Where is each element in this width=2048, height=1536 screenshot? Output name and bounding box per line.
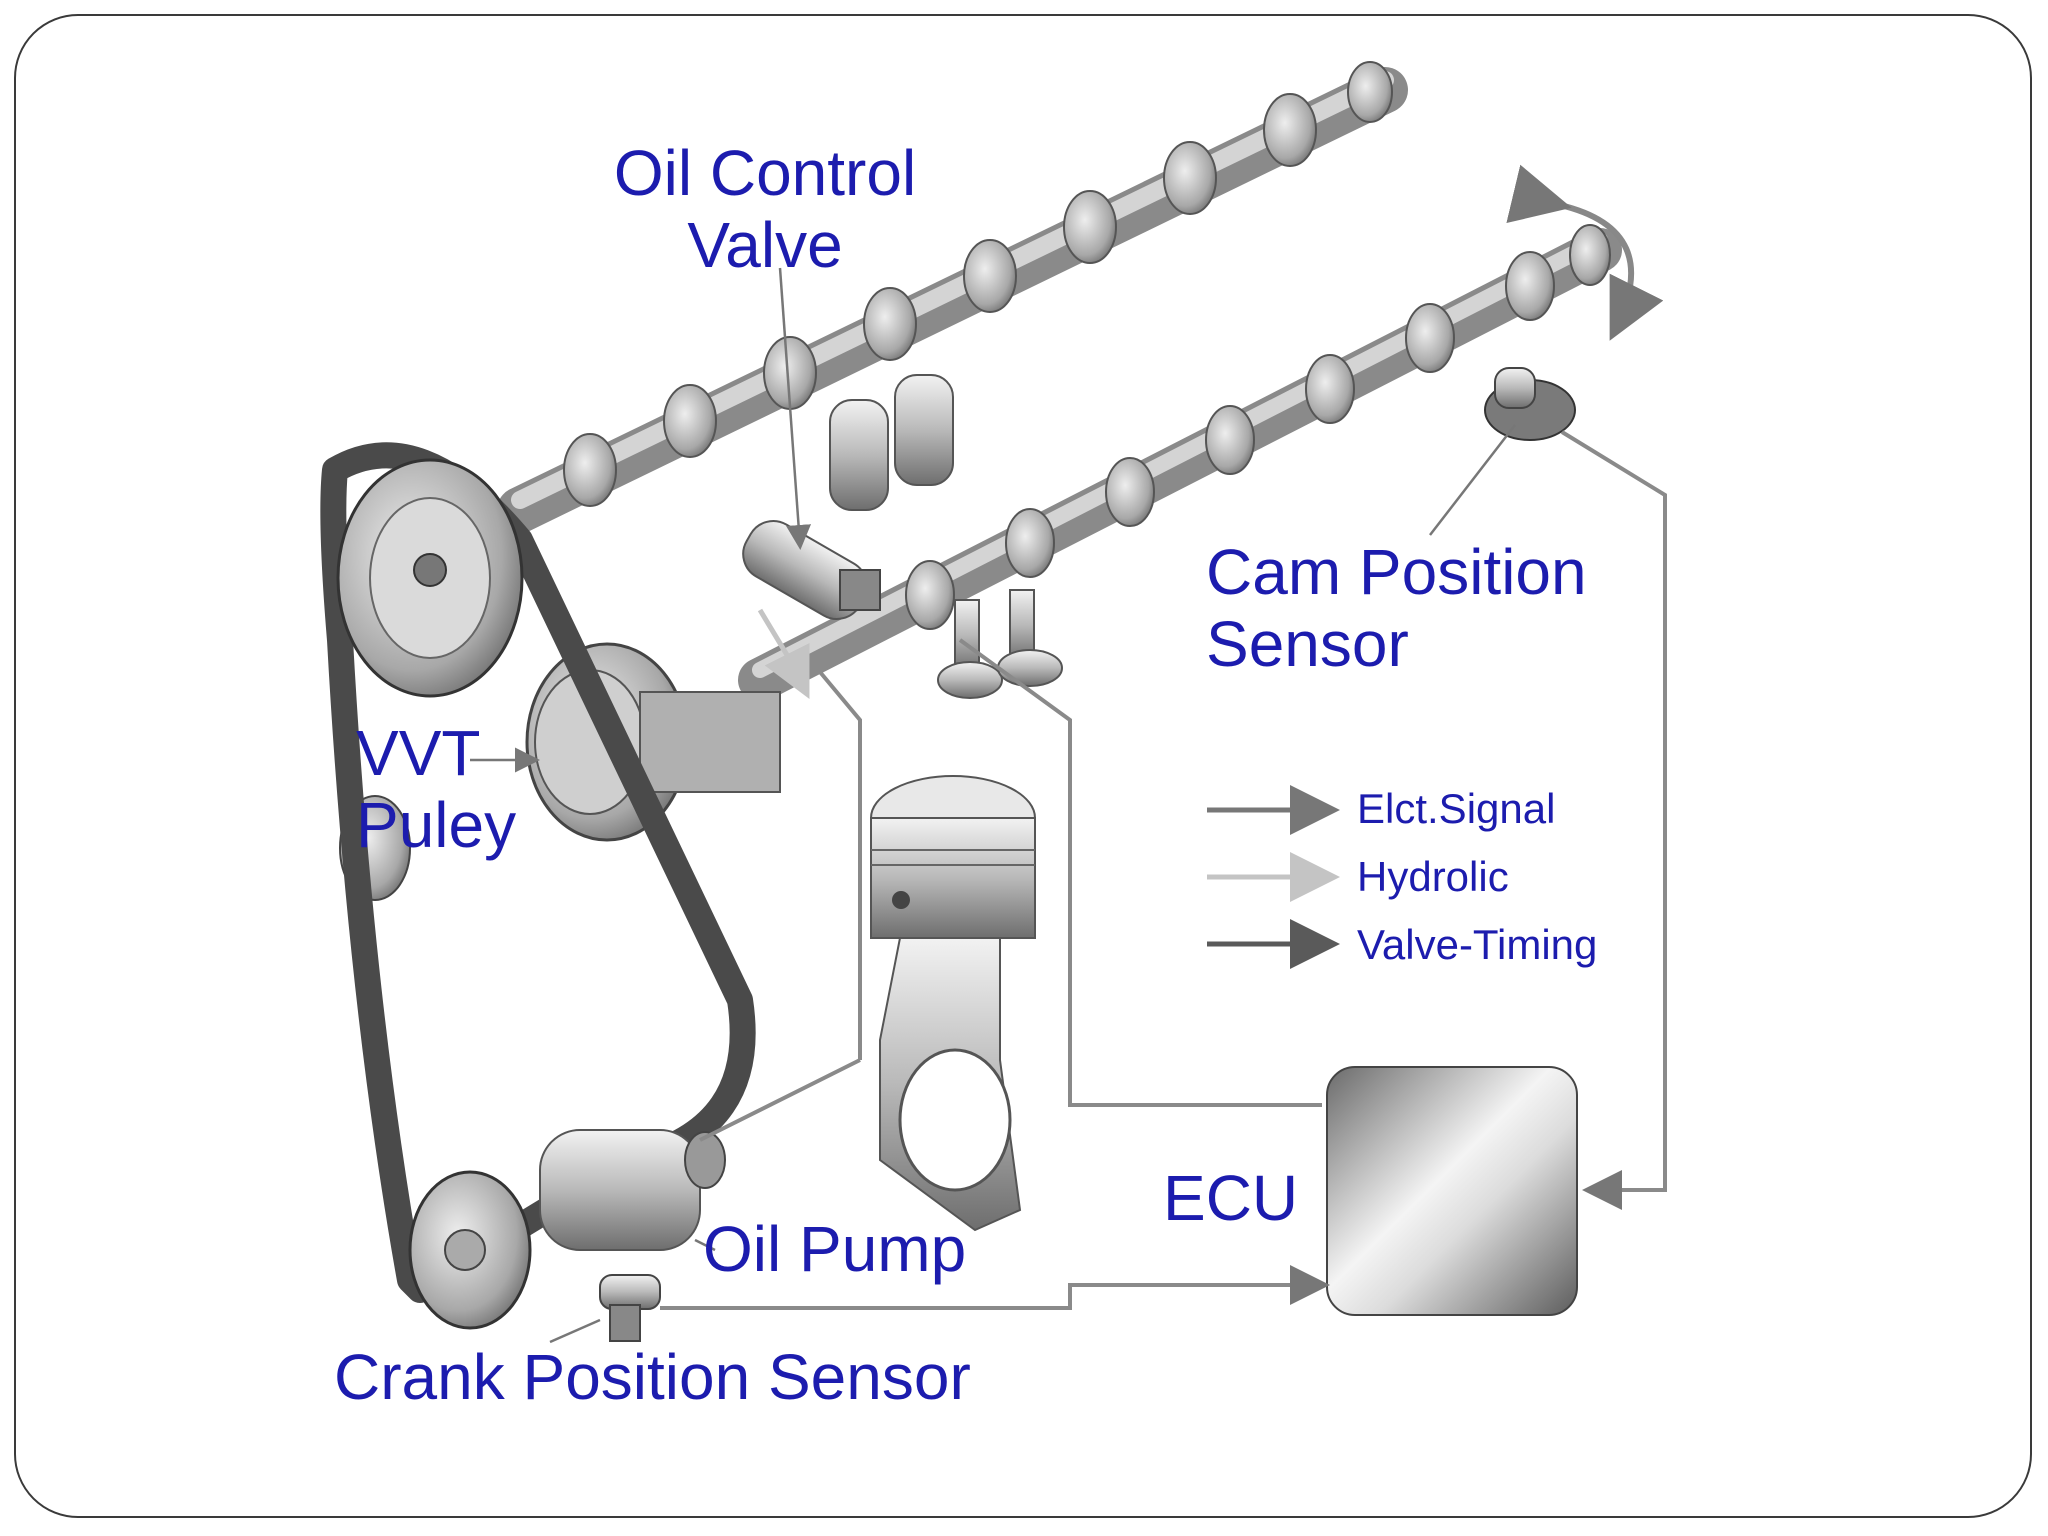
- oil-control-valve-label-line1: Oil Control: [613, 137, 917, 209]
- oil-control-valve-label-line2: Valve: [687, 208, 843, 281]
- oil-control-valve-label: Oil Control Valve: [595, 137, 935, 281]
- cam-position-sensor-label-line1: Cam Position: [1206, 536, 1587, 608]
- cam-position-sensor-part: [1484, 367, 1576, 441]
- oil-control-valve-part: [742, 520, 881, 620]
- pointer-lines: [470, 267, 1516, 1344]
- vvt-pulley-label-line1: VVT: [356, 717, 481, 789]
- hydraulic-line: [757, 608, 810, 699]
- rotation-arrow-icon: [1506, 164, 1664, 341]
- exhaust-camshaft: [738, 224, 1622, 702]
- cam-position-sensor-label-line2: Sensor: [1206, 607, 1409, 680]
- signal-wires: [660, 430, 1667, 1310]
- legend-label-valve-timing: Valve-Timing: [1357, 921, 1598, 968]
- crank-pulley: [408, 1129, 726, 1330]
- cam-pulley: [336, 458, 524, 698]
- intake-camshaft: [497, 61, 1408, 533]
- oil-pump-label: Oil Pump: [703, 1213, 967, 1285]
- cam-position-sensor-label: Cam Position Sensor: [1206, 536, 1587, 680]
- legend-label-elct-signal: Elct.Signal: [1357, 785, 1556, 832]
- crank-position-sensor-label: Crank Position Sensor: [334, 1341, 971, 1413]
- legend-swatches: [1207, 785, 1340, 969]
- vvt-pulley-label-line2: Puley: [356, 788, 517, 861]
- legend-label-hydrolic: Hydrolic: [1357, 853, 1509, 900]
- ecu-label: ECU: [1163, 1162, 1299, 1234]
- ecu-box: [1326, 1066, 1578, 1316]
- crank-position-sensor-part: [599, 1274, 661, 1342]
- piston: [870, 775, 1036, 1232]
- vvt-pulley-label: VVT Puley: [356, 717, 517, 861]
